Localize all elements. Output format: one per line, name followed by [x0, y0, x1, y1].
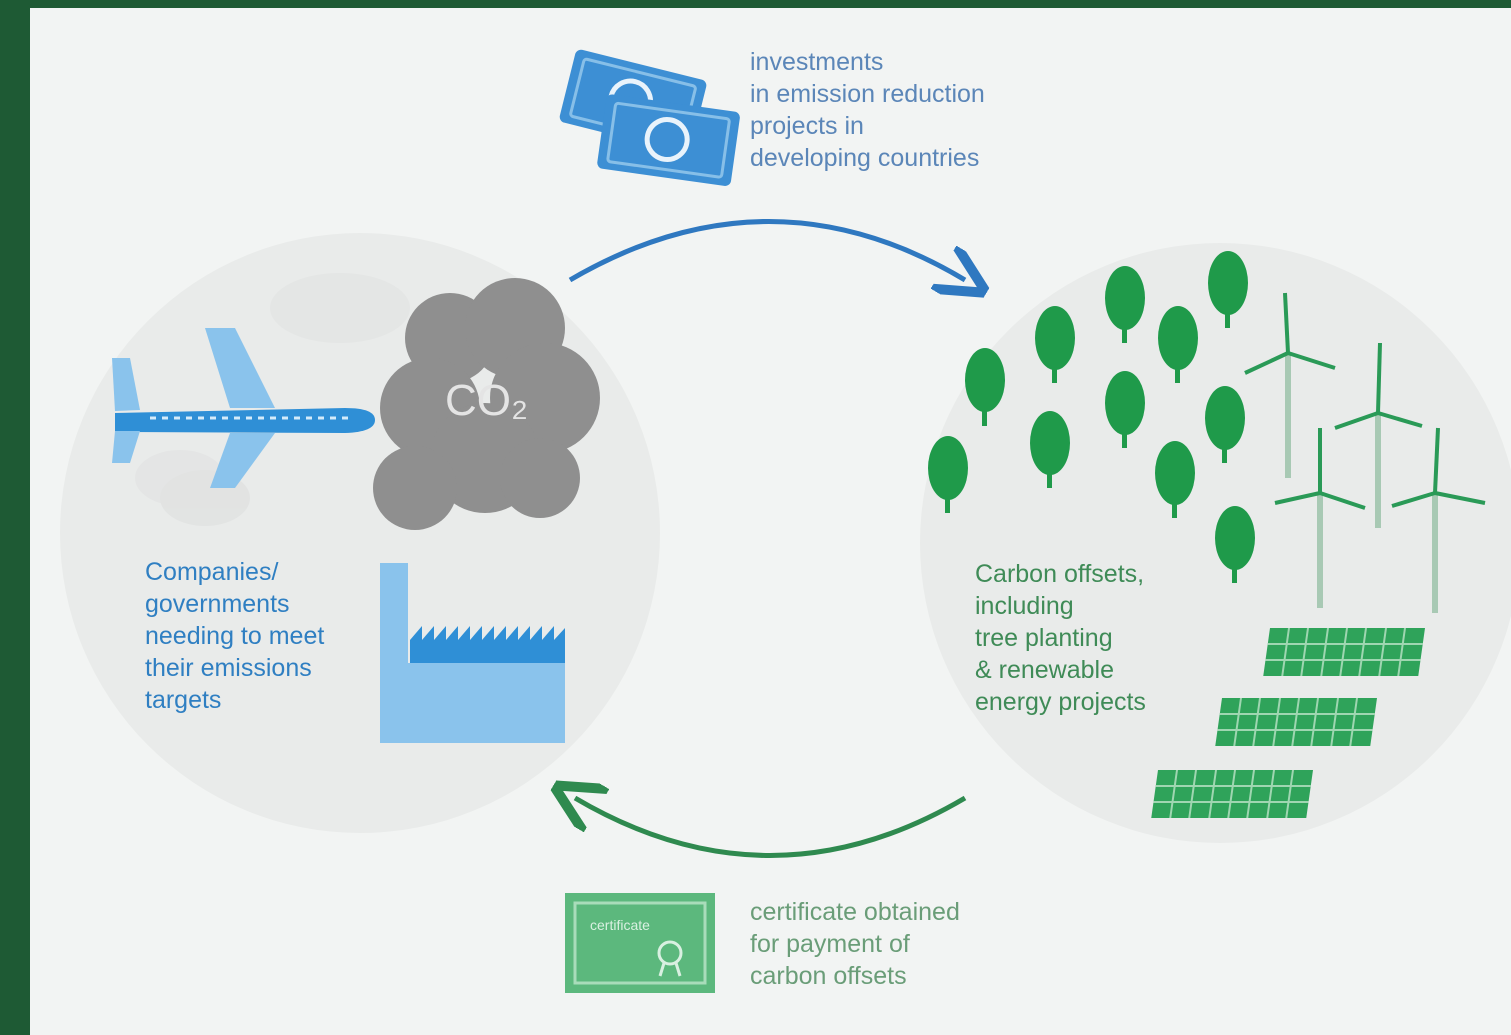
tree-icon: [928, 251, 1255, 583]
solar-panel-icon: [1151, 628, 1425, 818]
certificate-card-label: certificate: [590, 917, 650, 933]
arrow-top-icon: [568, 219, 965, 281]
factory-icon: [380, 563, 565, 743]
co2-label: CO₂: [445, 376, 529, 425]
certificate-icon: certificate: [565, 893, 715, 993]
emitters-text: Companies/ governments needing to meet t…: [145, 558, 325, 714]
investments-text: investments in emission reduction projec…: [750, 48, 985, 172]
money-icon: [559, 49, 740, 186]
wind-turbine-icon: [1244, 292, 1486, 613]
carbon-offsets-text: Carbon offsets, including tree planting …: [975, 560, 1146, 716]
airplane-icon: [112, 328, 375, 488]
certificate-text: certificate obtained for payment of carb…: [750, 898, 960, 990]
co2-cloud-icon: [373, 278, 600, 530]
carbon-offset-diagram: certificate: [60, 49, 1511, 993]
background-cloud-icon: [135, 273, 410, 526]
diagram-frame: certificate CO₂ investments in emission …: [30, 8, 1511, 1035]
arrow-bottom-icon: [575, 798, 967, 858]
